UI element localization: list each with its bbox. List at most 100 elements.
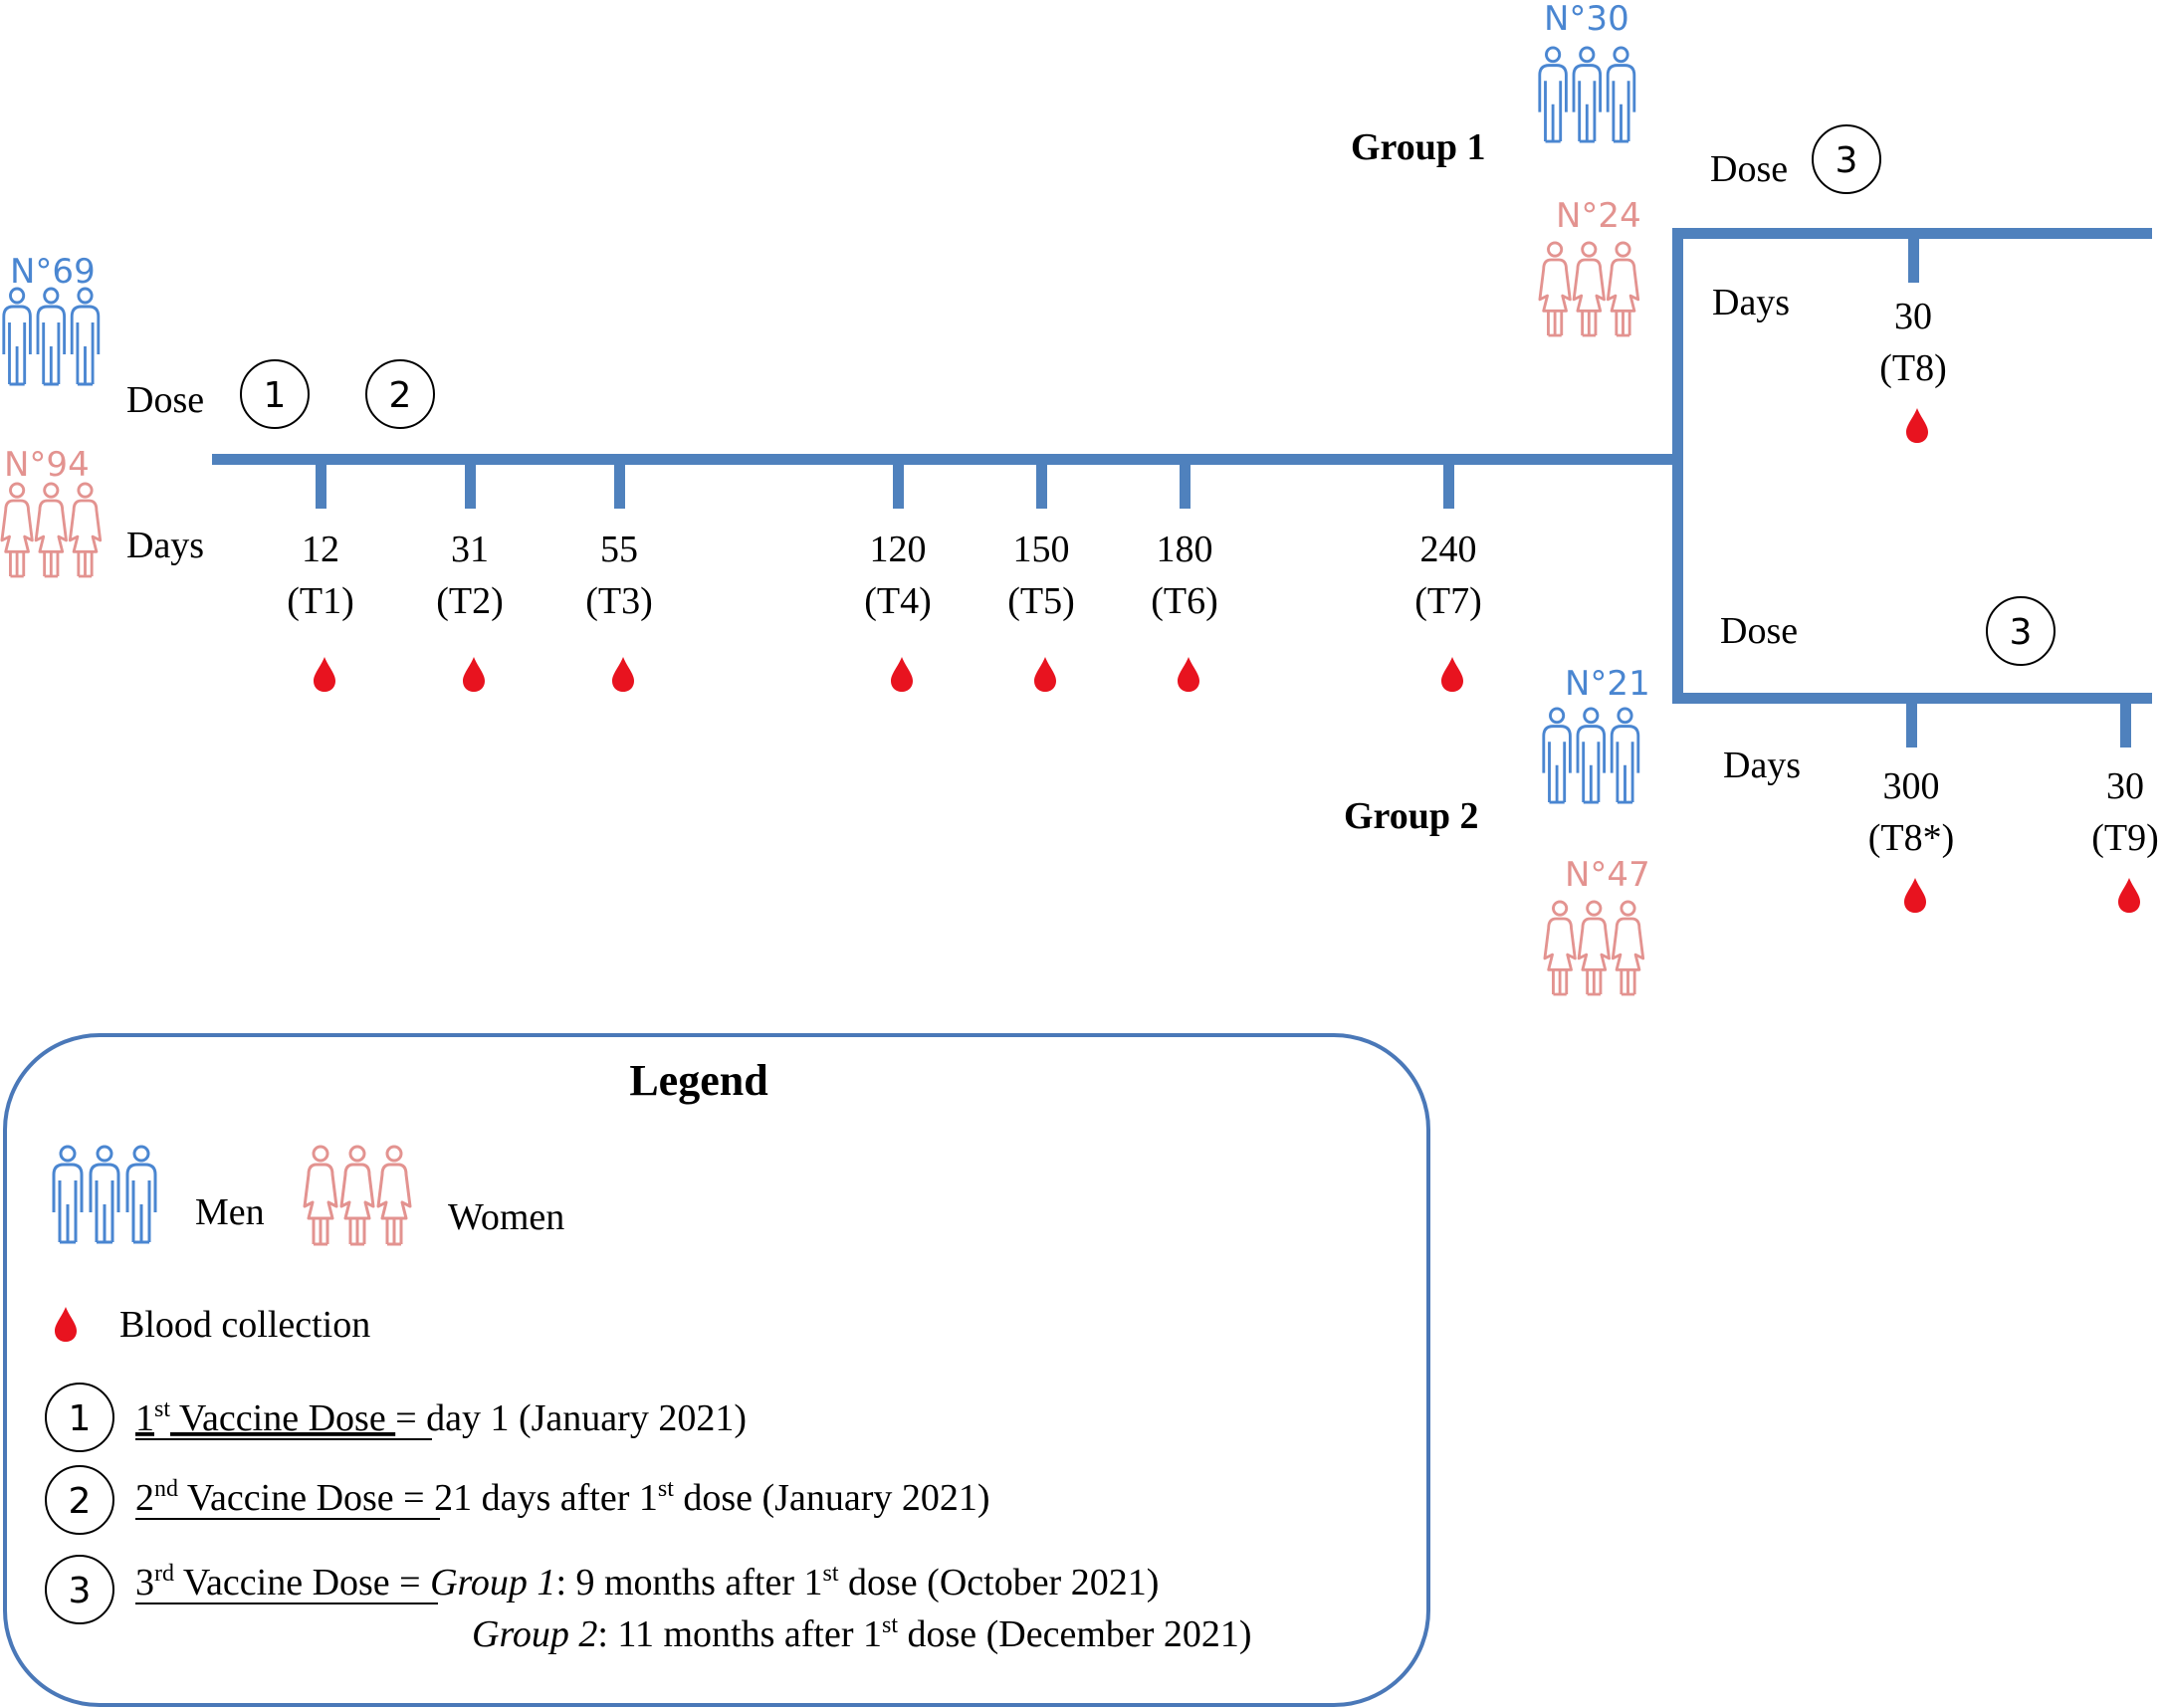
group2-timepoint: 30 (T9)	[2091, 704, 2159, 913]
main-men-count: N°69	[10, 252, 96, 292]
blood-drop-icon	[314, 657, 335, 692]
group2-men-icon	[1542, 707, 1640, 804]
group2-timepoint: 300(T8*)	[1868, 704, 1955, 913]
group2-tick	[1906, 704, 1917, 747]
legend-women-icon	[303, 1145, 412, 1246]
blood-drop-icon	[1906, 408, 1928, 443]
main-tick	[893, 465, 904, 509]
main-women-icon	[0, 482, 103, 578]
blood-drop-icon	[612, 657, 634, 692]
main-timepoint: 12 (T1)	[287, 465, 354, 692]
main-label: (T5)	[1007, 580, 1075, 622]
blood-drop-icon	[1178, 657, 1199, 692]
main-label: (T3)	[585, 580, 653, 622]
legend-men-label: Men	[195, 1191, 265, 1233]
main-day: 240	[1420, 529, 1477, 570]
legend-women-label: Women	[448, 1196, 564, 1238]
group2-label: (T8*)	[1868, 817, 1955, 859]
group2-title: Group 2	[1344, 795, 1479, 837]
main-timepoint: 180 (T6)	[1151, 465, 1218, 692]
main-label: (T6)	[1151, 580, 1218, 622]
group1-title: Group 1	[1351, 126, 1486, 168]
group2-dose-label: Dose	[1720, 610, 1798, 652]
group2-tick	[2120, 704, 2131, 747]
main-day: 120	[870, 529, 927, 570]
blood-drop-icon	[463, 657, 485, 692]
legend-dose-2-circle	[45, 1465, 114, 1535]
legend-item-3: 3rd Vaccine Dose = Group 1: 9 months aft…	[135, 1561, 1159, 1603]
group2-axis	[1672, 693, 2152, 704]
group1-axis	[1672, 228, 2152, 239]
blood-drop-icon	[1034, 657, 1056, 692]
group2-label: (T9)	[2091, 817, 2159, 859]
group2-dose-3-number: 3	[2010, 612, 2033, 653]
group2-women-icon	[1543, 900, 1645, 996]
blood-drop-icon	[2118, 878, 2140, 913]
group1-day: 30	[1894, 296, 1932, 337]
main-day: 180	[1157, 529, 1213, 570]
blood-drop-icon	[1441, 657, 1463, 692]
main-label: (T7)	[1414, 580, 1482, 622]
legend-box: Legend Men Women Blood collection 1 1st …	[3, 1033, 1430, 1707]
main-label: (T4)	[864, 580, 932, 622]
group1-dose-label: Dose	[1710, 148, 1788, 190]
main-timepoint: 240 (T7)	[1414, 465, 1482, 692]
main-timepoint: 55 (T3)	[585, 465, 653, 692]
legend-blood-label: Blood collection	[119, 1304, 370, 1346]
main-women-count: N°94	[4, 445, 90, 485]
group2-day: 30	[2106, 765, 2144, 807]
dose-2-number: 2	[389, 375, 412, 416]
legend-dose-1-circle	[45, 1383, 114, 1452]
legend-dose-1-number: 1	[69, 1398, 92, 1439]
group1-women-count: N°24	[1556, 196, 1641, 236]
dose-2-marker: 2	[365, 359, 435, 429]
main-dose-label: Dose	[126, 379, 204, 421]
group1-timepoint: 30 (T8)	[1879, 239, 1947, 443]
group1-label: (T8)	[1879, 347, 1947, 389]
main-day: 55	[600, 529, 638, 570]
dose-1-marker: 1	[240, 359, 310, 429]
group1-tick	[1908, 239, 1919, 283]
main-timepoint: 120 (T4)	[864, 465, 932, 692]
legend-dose-3-number: 3	[69, 1571, 92, 1611]
main-label: (T2)	[436, 580, 504, 622]
main-label: (T1)	[287, 580, 354, 622]
group2-dose-3-marker: 3	[1986, 596, 2056, 666]
blood-drop-icon	[891, 657, 913, 692]
main-tick	[1180, 465, 1191, 509]
group2-men-count: N°21	[1565, 664, 1650, 704]
main-axis	[212, 454, 1683, 465]
group1-dose-3-number: 3	[1836, 140, 1858, 181]
main-tick	[1036, 465, 1047, 509]
main-men-icon	[2, 287, 101, 386]
main-day: 31	[451, 529, 489, 570]
legend-item-2: 2nd Vaccine Dose = 21 days after 1st dos…	[135, 1476, 990, 1519]
legend-men-icon	[52, 1145, 157, 1244]
legend-blood-drop-icon	[55, 1307, 77, 1342]
group2-days-label: Days	[1723, 745, 1801, 786]
dose-1-number: 1	[264, 375, 287, 416]
main-day: 150	[1013, 529, 1070, 570]
blood-drop-icon	[1904, 878, 1926, 913]
main-days-label: Days	[126, 525, 204, 566]
group1-women-icon	[1538, 241, 1640, 337]
group1-men-count: N°30	[1544, 0, 1629, 39]
legend-dose-2-number: 2	[69, 1481, 92, 1522]
legend-item-3-group2: Group 2: 11 months after 1st dose (Decem…	[472, 1612, 1252, 1655]
legend-item-1: 1st Vaccine Dose = day 1 (January 2021)	[135, 1396, 747, 1439]
main-timeline: 12 (T1) 31 (T2) 55 (T3) 120 (T4) 150 (T5) 180 (T6) 2…	[212, 454, 1683, 692]
legend-title: Legend	[629, 1056, 767, 1105]
main-tick	[465, 465, 476, 509]
branch-lines	[1672, 228, 2152, 704]
group2-women-count: N°47	[1565, 855, 1650, 895]
group1-days-label: Days	[1712, 282, 1790, 323]
main-timepoint: 31 (T2)	[436, 465, 504, 692]
main-day: 12	[302, 529, 339, 570]
group1-men-icon	[1538, 46, 1636, 143]
main-tick	[1443, 465, 1454, 509]
legend-dose-3-circle	[45, 1555, 114, 1624]
branch-vertical	[1672, 228, 1683, 704]
main-timepoint: 150 (T5)	[1007, 465, 1075, 692]
group1-dose-3-marker: 3	[1812, 124, 1881, 194]
main-tick	[316, 465, 326, 509]
